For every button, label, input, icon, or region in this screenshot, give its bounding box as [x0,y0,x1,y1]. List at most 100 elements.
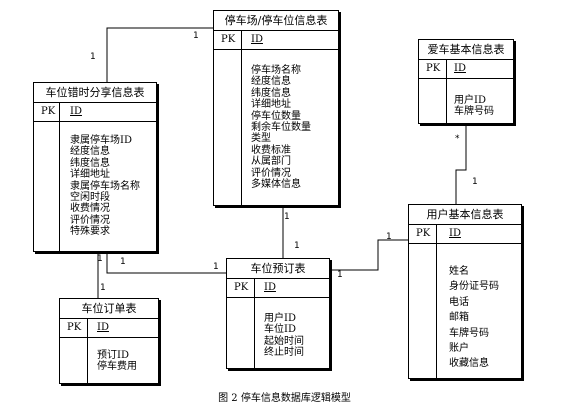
cardinality-label: 1 [120,257,126,267]
attribute: 空闲时段 [70,192,110,204]
attribute-list: 隶属停车场ID 经度信息 纬度信息 详细地址 隶属停车场名称 空闲时段 收费情况… [70,135,140,238]
attribute: 终止时间 [264,347,304,359]
cardinality-label: 1 [284,212,290,222]
entity-title: 用户基本信息表 [409,205,521,225]
entity-title: 爱车基本信息表 [419,40,513,60]
cardinality-label: 1 [472,177,478,187]
pk-label: PK [221,34,236,45]
entity-title: 车位订单表 [60,299,158,319]
attribute: 预订ID [97,350,129,361]
cardinality-label: 1 [386,232,392,242]
attribute: 收费标准 [251,144,291,156]
attribute: 类型 [251,133,271,145]
attribute: 账户 [449,343,469,355]
pk-field: ID [251,34,263,45]
attribute: 纬度信息 [251,87,291,99]
attribute: 从属部门 [251,156,291,168]
pk-field: ID [264,282,276,293]
attribute: 车牌号码 [454,106,494,118]
attribute: 详细地址 [251,99,291,111]
attribute-list: 用户ID 车位ID 起始时间 终止时间 [264,313,304,359]
entity-shared-slot: 车位错时分享信息表 PK ID 隶属停车场ID 经度信息 纬度信息 详细地址 隶… [33,82,157,252]
entity-order: 车位订单表 PK ID 预订ID 停车费用 [59,298,159,384]
primary-key-row: PK ID [419,60,513,79]
attribute: 隶属停车场名称 [70,180,140,192]
pk-label: PK [234,282,249,293]
figure-caption: 图 2 停车信息数据库逻辑模型 [218,393,351,404]
attribute: 收费情况 [70,203,110,215]
attribute: 电话 [449,296,469,308]
line-shared-to-parking-lot [106,27,213,83]
column-divider [254,279,255,297]
cardinality-label: 1 [97,254,103,264]
attribute: 停车费用 [97,361,137,373]
cardinality-label: 1 [90,52,96,62]
attribute: 车牌号码 [449,327,489,339]
pk-field: ID [449,228,461,239]
entity-car-info: 爱车基本信息表 PK ID 用户ID 车牌号码 [418,39,514,124]
attribute: 隶属停车场ID [70,135,132,146]
cardinality-label: 1 [193,31,199,41]
attribute: 多媒体信息 [251,179,301,191]
entity-title: 车位预订表 [227,259,329,279]
entity-parking-lot: 停车场/停车位信息表 PK ID 停车场名称 经度信息 纬度信息 详细地址 停车… [213,10,339,206]
pk-field: ID [454,63,466,74]
column-divider [241,31,242,49]
primary-key-row: PK ID [227,279,329,298]
column-divider [254,297,255,368]
attribute: 评价情况 [70,214,110,226]
attribute: 用户ID [454,95,486,106]
attribute: 停车场名称 [251,65,301,76]
pk-label: PK [426,63,441,74]
attribute: 详细地址 [70,169,110,181]
attribute: 身份证号码 [449,281,499,293]
column-divider [87,319,88,337]
attribute-list: 姓名 身份证号码 电话 邮箱 车牌号码 账户 收藏信息 [449,264,499,372]
attribute-list: 预订ID 停车费用 [97,350,137,373]
column-divider [87,337,88,383]
column-divider [446,60,447,78]
line-reservation-to-user [330,239,408,271]
cardinality-label: 1 [337,270,343,280]
attribute: 车位ID [264,324,296,336]
cardinality-label: * [455,134,460,144]
pk-field: ID [70,106,82,117]
column-divider [59,121,60,251]
line-shared-to-reservation [106,252,226,274]
pk-label: PK [67,322,82,333]
attribute: 姓名 [449,266,469,277]
entity-title: 车位错时分享信息表 [34,83,156,103]
attribute: 特殊要求 [70,226,110,238]
column-divider [59,103,60,121]
pk-label: PK [41,106,56,117]
line-car-to-user [455,124,467,204]
primary-key-row: PK ID [214,31,338,50]
primary-key-row: PK ID [34,103,156,122]
attribute: 评价情况 [251,167,291,179]
attribute: 纬度信息 [70,157,110,169]
entity-user-info: 用户基本信息表 PK ID 姓名 身份证号码 电话 邮箱 车牌号码 账户 收藏信… [408,204,522,379]
cardinality-label: 1 [213,262,219,272]
primary-key-row: PK ID [409,225,521,244]
column-divider [446,78,447,123]
attribute-list: 用户ID 车牌号码 [454,95,494,118]
attribute: 停车位数量 [251,110,301,122]
attribute: 经度信息 [251,76,291,88]
pk-label: PK [416,228,431,239]
cardinality-label: 1 [294,241,300,251]
column-divider [436,243,437,378]
attribute: 收藏信息 [449,358,489,370]
attribute: 邮箱 [449,312,469,324]
attribute-list: 停车场名称 经度信息 纬度信息 详细地址 停车位数量 剩余车位数量 类型 收费标… [251,65,311,190]
entity-reservation: 车位预订表 PK ID 用户ID 车位ID 起始时间 终止时间 [226,258,330,369]
attribute: 剩余车位数量 [251,122,311,134]
primary-key-row: PK ID [60,319,158,338]
attribute: 起始时间 [264,335,304,347]
attribute: 用户ID [264,313,296,324]
entity-title: 停车场/停车位信息表 [214,11,338,31]
pk-field: ID [97,322,109,333]
attribute: 经度信息 [70,146,110,158]
column-divider [241,49,242,205]
